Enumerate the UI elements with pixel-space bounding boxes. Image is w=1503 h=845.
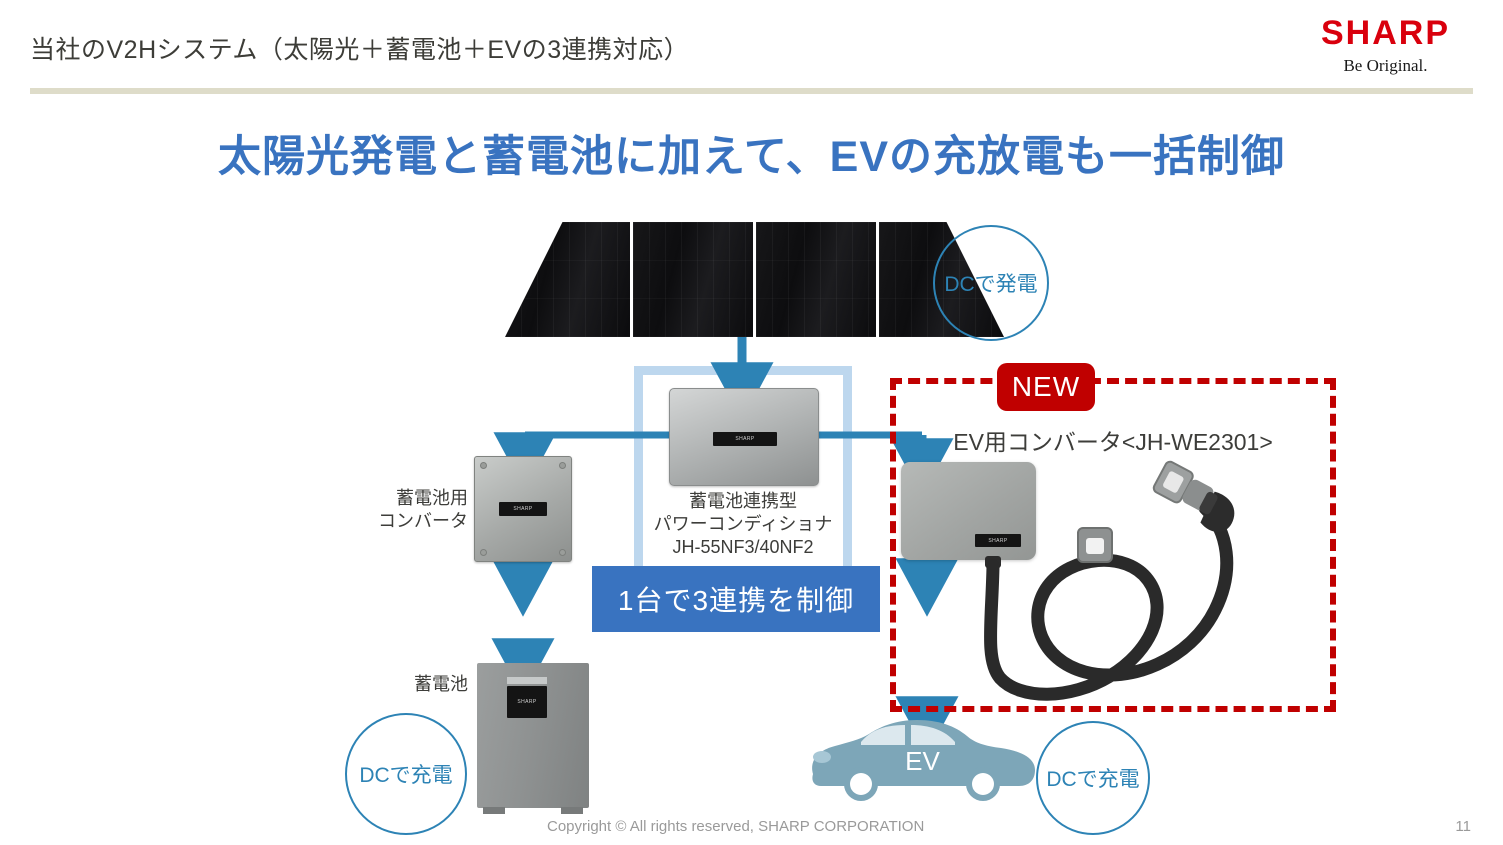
pcs-label-line2: パワーコンディショナ xyxy=(653,514,833,535)
battery-converter-unit: SHARP xyxy=(474,456,572,562)
headline: 太陽光発電と蓄電池に加えて、EVの充放電も一括制御 xyxy=(217,133,1286,181)
solar-cell-grid xyxy=(633,222,753,337)
control-banner-text: 1台で3連携を制御 xyxy=(617,585,855,616)
battery-label-text: 蓄電池 xyxy=(414,674,468,694)
solar-panel-mid-1 xyxy=(633,222,753,337)
pcs-brand-plate: SHARP xyxy=(713,432,777,446)
page-title: 当社のV2Hシステム（太陽光＋蓄電池＋EVの3連携対応） xyxy=(30,36,690,64)
solar-panel-array xyxy=(505,222,1004,337)
sharp-logo: SHARP Be Original. xyxy=(1298,16,1473,76)
pcs-label: 蓄電池連携型 パワーコンディショナ JH-55NF3/40NF2 xyxy=(640,490,846,559)
pcs-brand-text: SHARP xyxy=(735,436,755,442)
storage-battery-unit: SHARP xyxy=(477,663,589,814)
sharp-logo-tagline: Be Original. xyxy=(1343,56,1428,75)
solar-panel-left xyxy=(505,222,630,337)
new-badge-text: NEW xyxy=(1011,371,1081,402)
ev-converter-brand-plate: SHARP xyxy=(975,534,1021,547)
pcs-label-line3: JH-55NF3/40NF2 xyxy=(672,537,814,558)
callout-ev-label: DCで充電 xyxy=(1046,768,1140,791)
battery-converter-brand-text: SHARP xyxy=(513,506,533,512)
callout-circle-solar: DCで発電 xyxy=(933,225,1049,341)
battery-converter-label-line1: 蓄電池用 xyxy=(396,488,468,508)
footer-copyright: Copyright © All rights reserved, SHARP C… xyxy=(547,818,925,835)
callout-circle-battery: DCで充電 xyxy=(345,713,467,835)
callout-solar-label: DCで発電 xyxy=(944,273,1038,296)
battery-top-plate xyxy=(507,677,547,684)
battery-foot xyxy=(483,807,505,814)
battery-brand-text: SHARP xyxy=(517,699,537,705)
new-feature-box xyxy=(890,378,1336,712)
pcs-label-line1: 蓄電池連携型 xyxy=(689,491,797,511)
screw-icon xyxy=(559,462,566,469)
ev-converter-brand-text: SHARP xyxy=(988,537,1008,544)
solar-cell-grid xyxy=(756,222,876,337)
battery-converter-label: 蓄電池用 コンバータ xyxy=(368,487,468,533)
sharp-logo-wordmark: SHARP xyxy=(1320,14,1451,52)
screw-icon xyxy=(480,549,487,556)
callout-battery-label: DCで充電 xyxy=(359,764,453,787)
battery-foot xyxy=(561,807,583,814)
solar-panel-mid-2 xyxy=(756,222,876,337)
ev-converter-unit: SHARP xyxy=(901,462,1036,560)
footer-page-number: 11 xyxy=(1455,818,1471,835)
battery-converter-brand-plate: SHARP xyxy=(499,502,547,516)
battery-display-panel: SHARP xyxy=(507,686,547,718)
control-banner: 1台で3連携を制御 xyxy=(592,566,880,632)
solar-cell-grid xyxy=(505,222,630,337)
new-badge: NEW xyxy=(997,363,1095,411)
header-divider xyxy=(30,88,1473,94)
ev-converter-label: EV用コンバータ<JH-WE2301> xyxy=(953,429,1273,455)
ev-car-illustration xyxy=(812,720,1035,801)
power-conditioner-unit: SHARP xyxy=(669,388,819,486)
battery-label: 蓄電池 xyxy=(382,673,468,696)
battery-converter-label-line2: コンバータ xyxy=(378,511,468,532)
screw-icon xyxy=(480,462,487,469)
screw-icon xyxy=(559,549,566,556)
callout-circle-ev: DCで充電 xyxy=(1036,721,1150,835)
